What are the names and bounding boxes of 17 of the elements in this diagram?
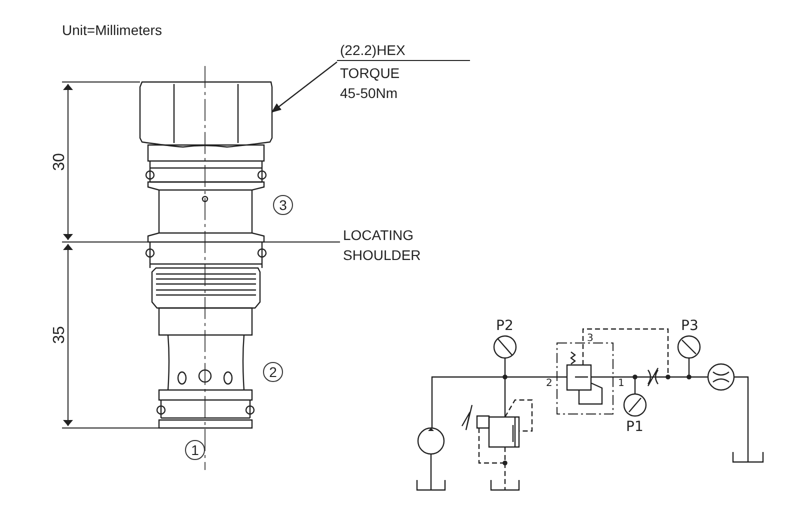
- gauge-label: P2: [496, 318, 514, 334]
- port-number: 2: [546, 377, 552, 391]
- port-number: 3: [273, 195, 293, 215]
- dimension-value: 35: [50, 326, 69, 344]
- unit-note: Unit=Millimeters: [62, 21, 162, 40]
- port-number: 1: [618, 377, 624, 391]
- part-label: LOCATING SHOULDER: [343, 226, 422, 265]
- port-number: 2: [263, 362, 283, 382]
- callout-text: TORQUE 45-50Nm: [339, 64, 401, 103]
- dimension-value: 30: [50, 153, 69, 171]
- gauge-label: P3: [681, 318, 698, 334]
- port-number: 3: [587, 332, 594, 346]
- port-number: 1: [185, 440, 205, 460]
- gauge-label: P1: [626, 419, 644, 435]
- callout-text: (22.2)HEX: [337, 40, 470, 61]
- hex-nut-drawing: [139, 81, 273, 148]
- leader-line: [271, 62, 338, 113]
